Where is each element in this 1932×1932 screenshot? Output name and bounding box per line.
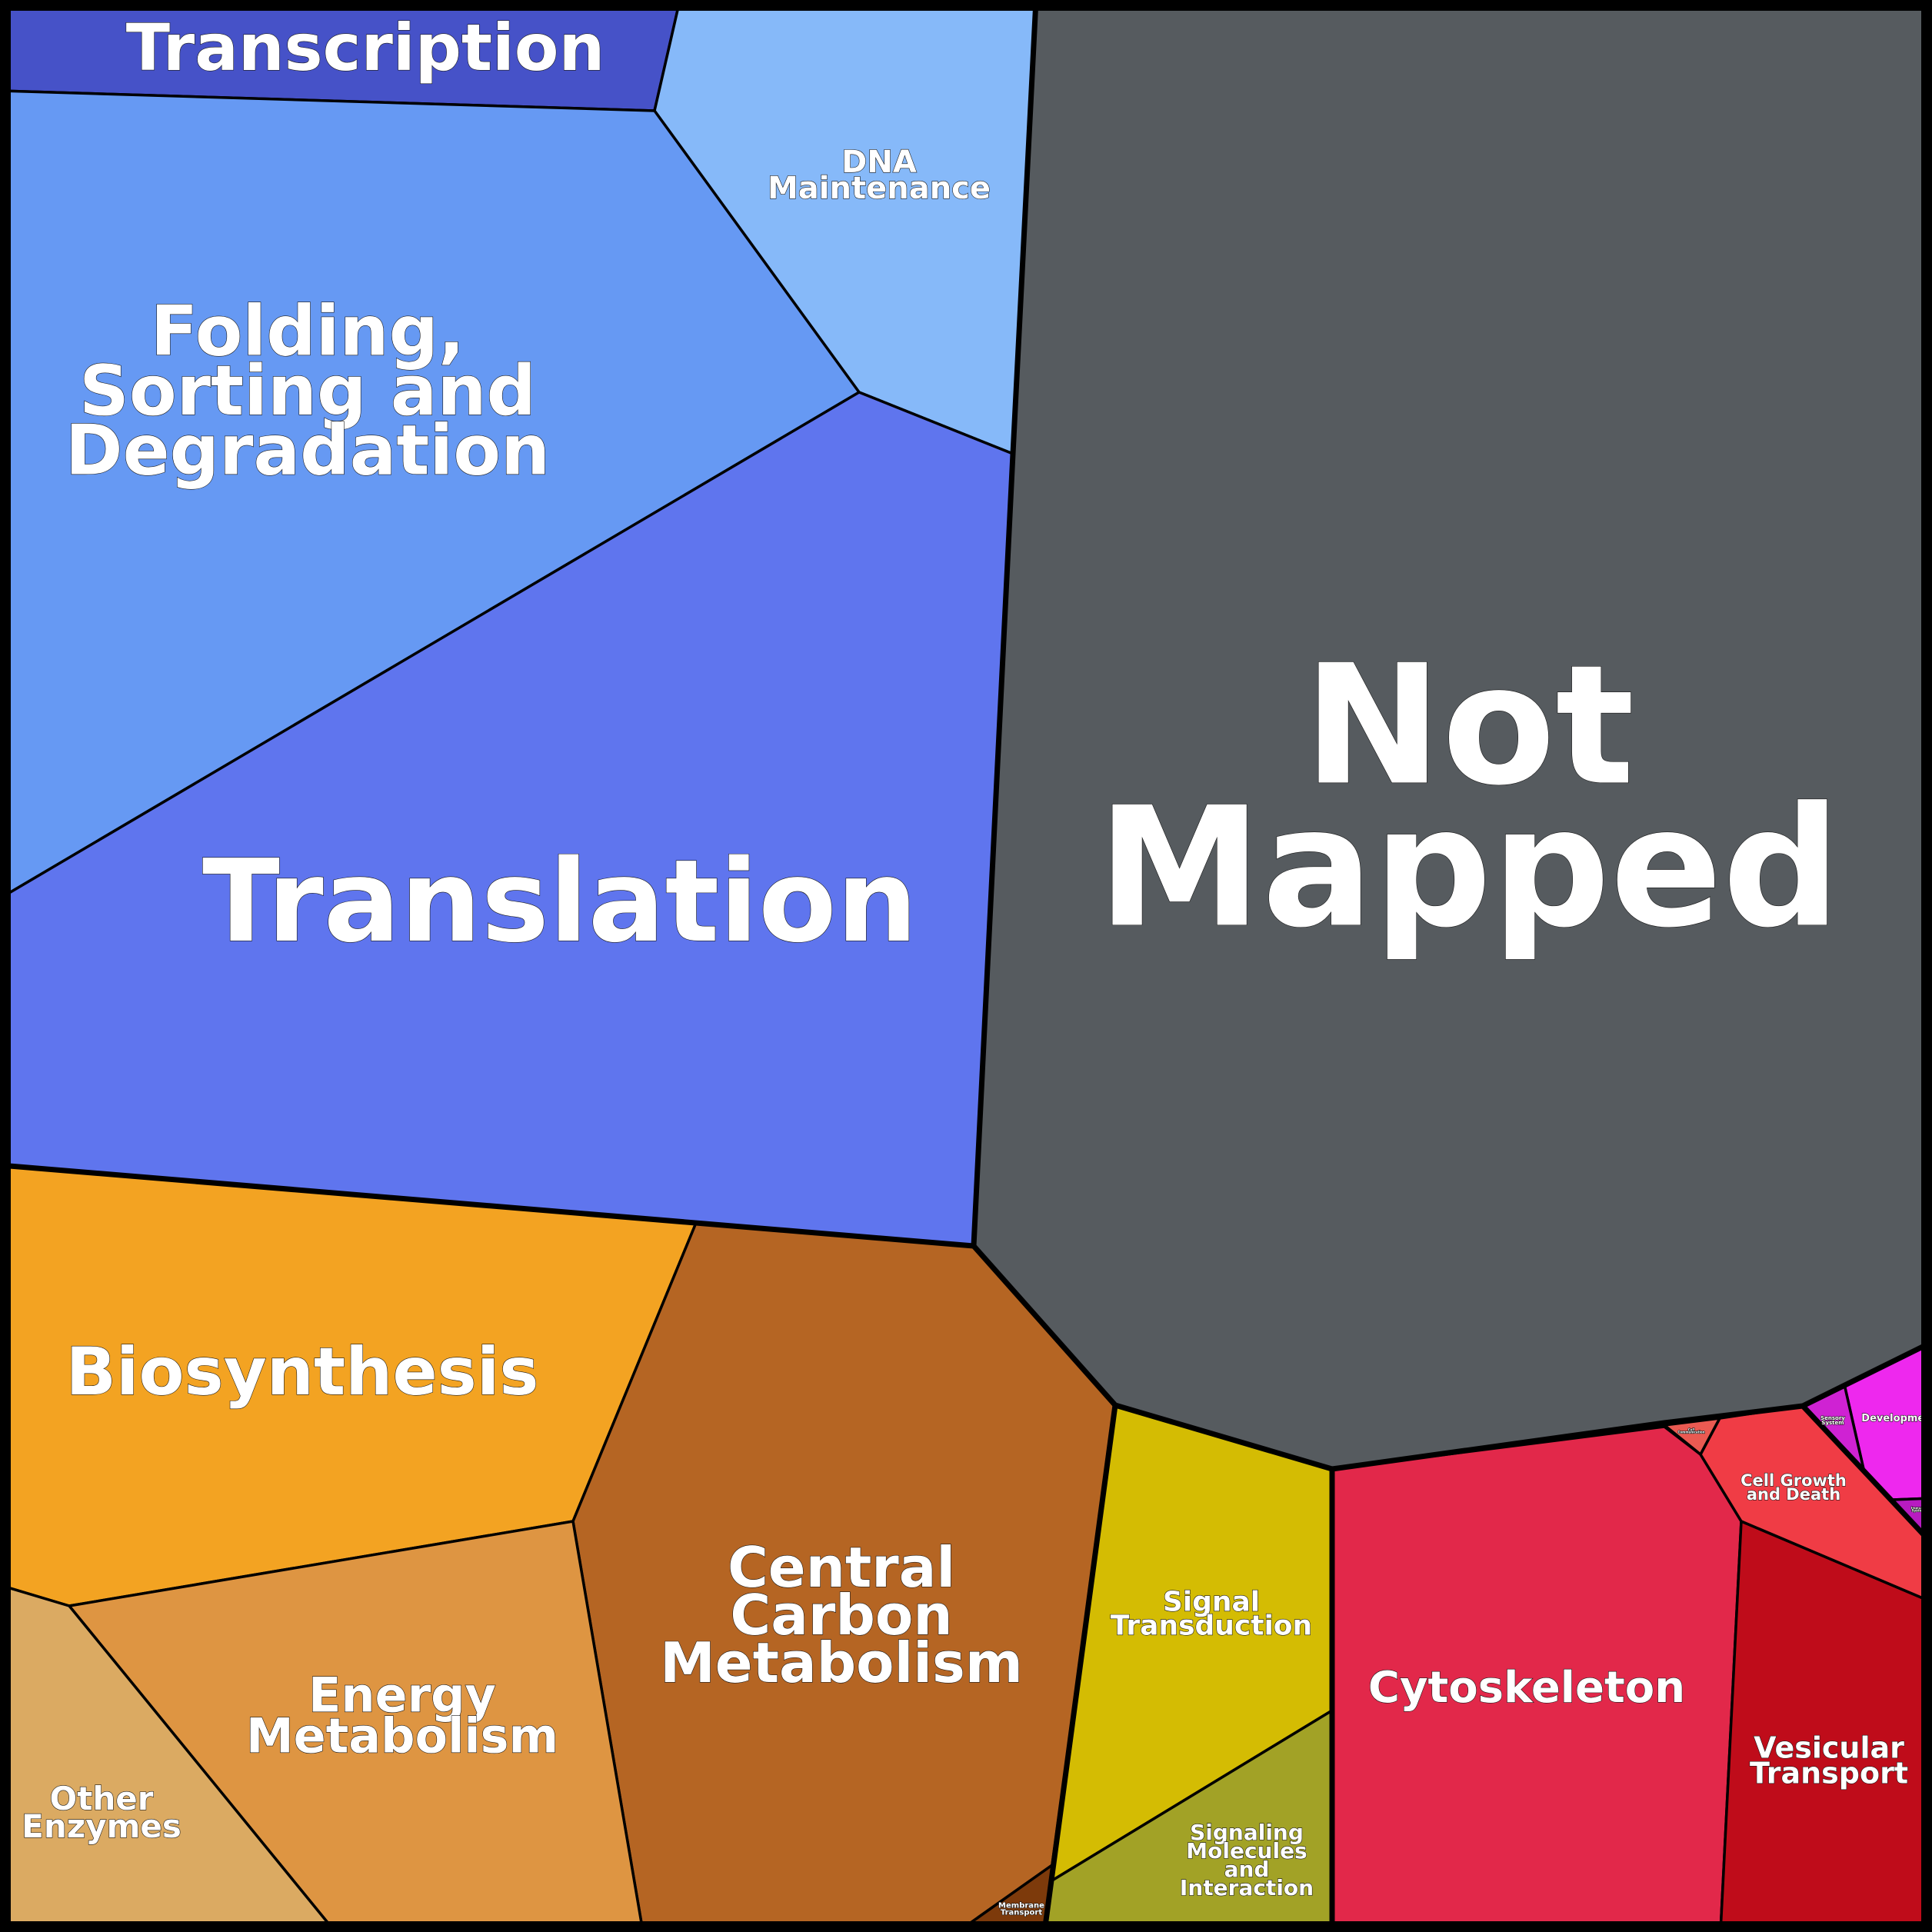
label-biosynthesis: Biosynthesis [65,1334,538,1411]
group-boundary-1 [0,0,1039,1249]
group-boundary-5 [1800,1404,1932,1546]
cell-other-enzymes [0,1584,337,1932]
label-transcription: Transcription [126,10,605,85]
label-cytoskeleton: Cytoskeleton [1368,1663,1685,1713]
label-translation: Translation [202,835,918,968]
label-development: Development [1861,1413,1932,1424]
group-boundary-3 [1041,1404,1118,1932]
group-boundary-2 [971,1244,1932,1472]
